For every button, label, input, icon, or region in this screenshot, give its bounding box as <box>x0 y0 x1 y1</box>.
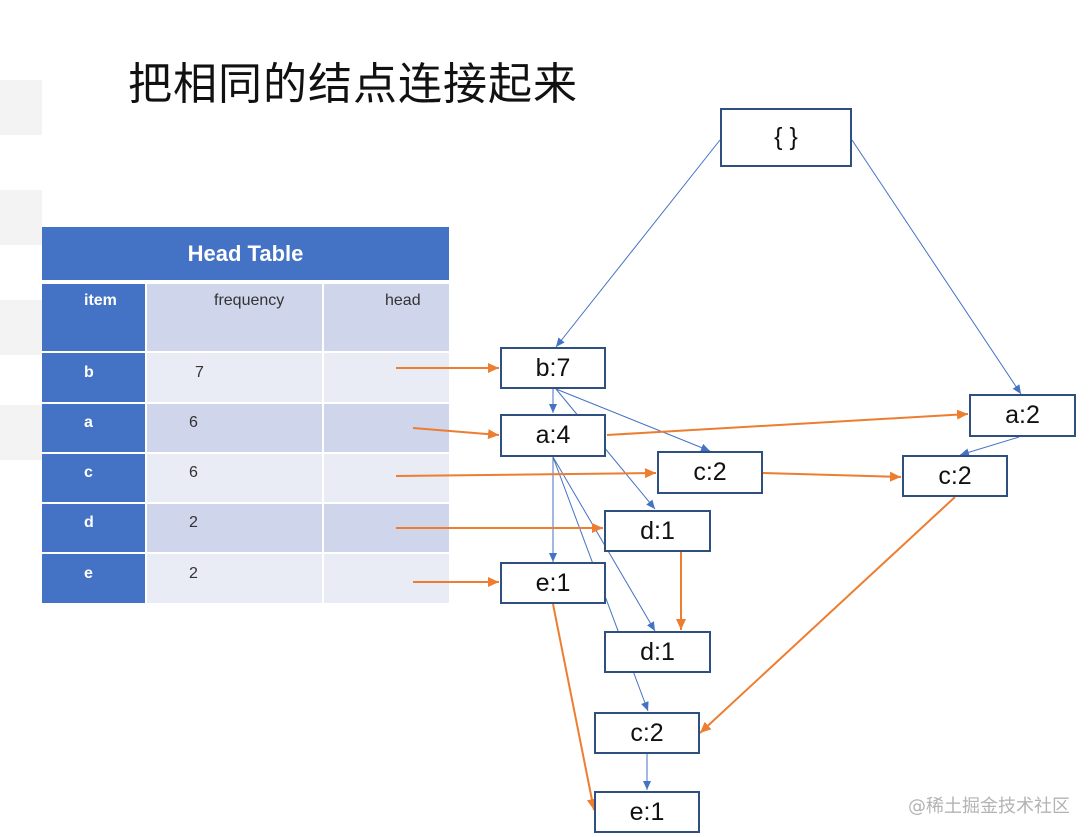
row-item-a: a <box>42 404 145 452</box>
node-e1-bottom: e:1 <box>594 791 700 833</box>
slide-title: 把相同的结点连接起来 <box>128 59 578 110</box>
edge-root-b7 <box>555 139 721 348</box>
link-e1-e1 <box>552 603 597 811</box>
left-edge-shade <box>0 80 42 135</box>
row-head-a <box>324 404 449 452</box>
row-frequency-b: 7 <box>147 353 322 402</box>
node-c2-right: c:2 <box>902 455 1008 497</box>
node-root: { } <box>720 108 852 167</box>
row-frequency-d: 2 <box>147 504 322 552</box>
node-d1-bottom: d:1 <box>604 631 711 673</box>
node-e1-top: e:1 <box>500 562 606 604</box>
node-c2-bottom: c:2 <box>594 712 700 754</box>
row-frequency-c: 6 <box>147 454 322 502</box>
node-b7: b:7 <box>500 347 606 389</box>
column-header-head: head <box>324 284 449 351</box>
left-edge-shade <box>0 300 42 355</box>
row-frequency-e: 2 <box>147 554 322 603</box>
row-frequency-a: 6 <box>147 404 322 452</box>
row-item-b: b <box>42 353 145 402</box>
node-a4: a:4 <box>500 414 606 457</box>
row-item-c: c <box>42 454 145 502</box>
node-a2: a:2 <box>969 394 1076 437</box>
row-head-c <box>324 454 449 502</box>
row-head-b <box>324 353 449 402</box>
link-head-a <box>412 427 500 440</box>
node-c2-top: c:2 <box>657 451 763 494</box>
left-edge-shade <box>0 190 42 245</box>
column-header-frequency: frequency <box>147 284 322 351</box>
link-a4-a2 <box>606 409 969 436</box>
row-item-e: e <box>42 554 145 603</box>
left-edge-shade <box>0 405 42 460</box>
column-header-item: item <box>42 284 145 351</box>
row-head-e <box>324 554 449 603</box>
edge-a2-c2 <box>959 436 1020 457</box>
node-d1-top: d:1 <box>604 510 711 552</box>
row-item-d: d <box>42 504 145 552</box>
link-c2-c2 <box>762 471 902 482</box>
edge-b7-c2 <box>555 388 711 452</box>
head-table-title: Head Table <box>42 227 449 280</box>
edge-root-a2 <box>851 139 1022 395</box>
link-head-c <box>395 468 657 479</box>
link-c2-c2-bottom <box>699 496 956 734</box>
watermark: @稀土掘金技术社区 <box>908 796 1070 817</box>
